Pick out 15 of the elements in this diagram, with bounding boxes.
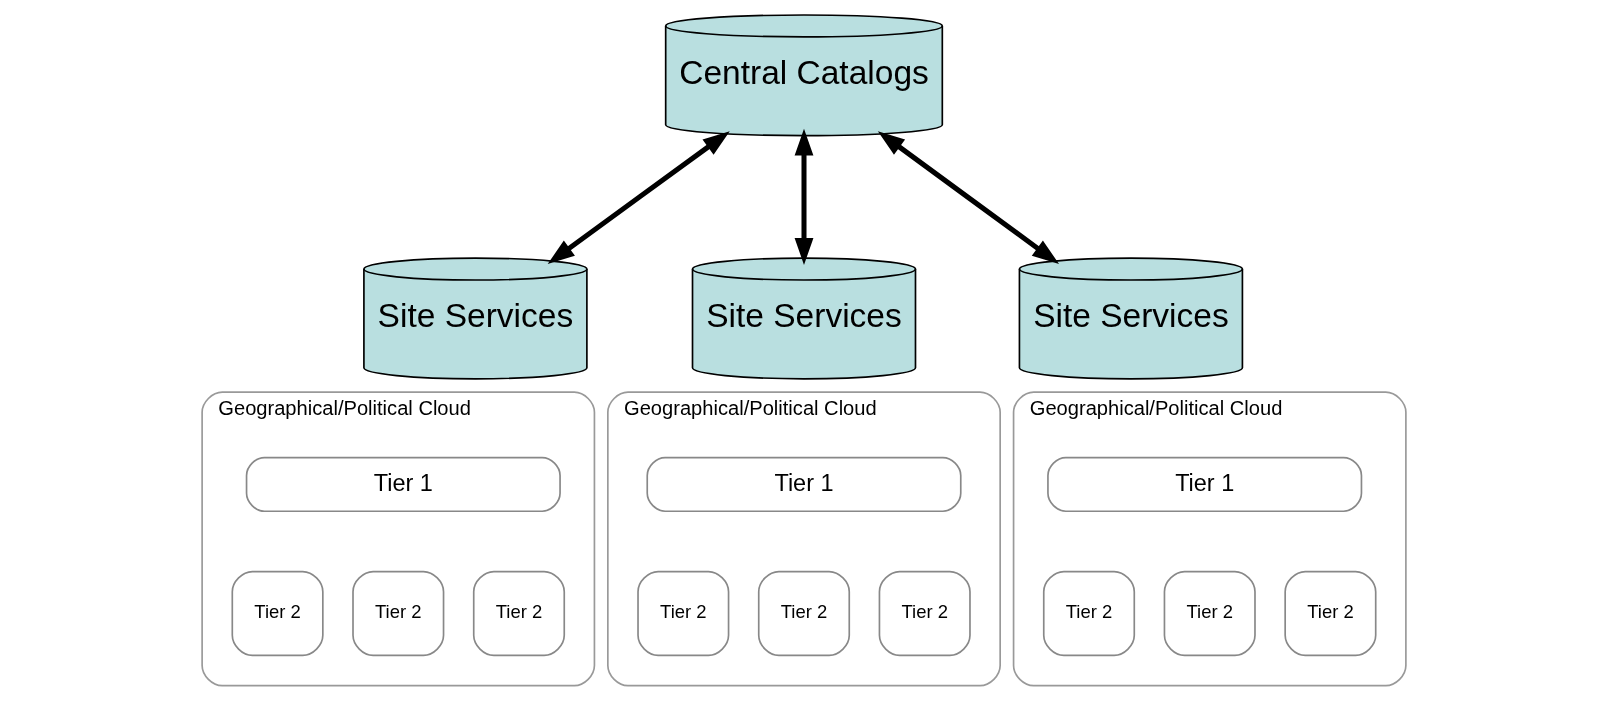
arrow — [794, 128, 814, 265]
arrow — [547, 131, 730, 264]
node-box: Tier 1 — [1047, 456, 1363, 513]
node-box: Tier 2 — [352, 570, 445, 657]
node-box: Tier 2 — [1284, 570, 1377, 657]
arrow — [877, 131, 1060, 265]
node-box: Tier 2 — [1163, 570, 1256, 657]
node-box: Tier 2 — [231, 570, 324, 657]
node-box: Tier 2 — [472, 570, 566, 657]
node-box: Tier 2 — [637, 570, 730, 657]
node-box: Tier 2 — [1042, 570, 1136, 657]
node-box: Tier 2 — [757, 570, 851, 657]
node-box: Tier 2 — [878, 570, 971, 657]
node-box: Tier 1 — [646, 456, 962, 513]
node-box: Tier 1 — [245, 456, 561, 513]
